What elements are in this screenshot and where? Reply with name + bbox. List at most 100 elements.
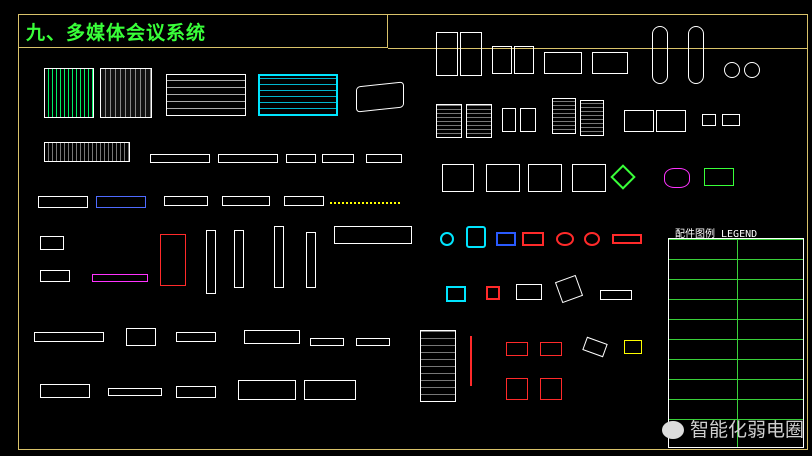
rack-unit-icon [322, 154, 354, 163]
legend-row [669, 339, 803, 340]
power-amp-cyan-icon [258, 74, 338, 116]
rack-panel-icon [166, 74, 246, 116]
rack-unit-icon [150, 154, 210, 163]
speaker-box-icon [514, 46, 534, 74]
speaker-column-icon [688, 26, 704, 84]
rack-unit-icon [92, 274, 148, 282]
equalizer-icon [664, 168, 690, 188]
speaker-column-icon [460, 32, 482, 76]
dvd-player-icon [40, 384, 90, 398]
matrix-switcher-icon [456, 336, 472, 386]
speaker-box-icon [528, 164, 562, 192]
amplifier-icon [356, 338, 390, 346]
camera-icon [556, 232, 574, 246]
touch-panel-icon [486, 286, 500, 300]
speaker-box-icon [572, 164, 606, 192]
speaker-box-icon [722, 114, 740, 126]
speaker-box-icon [552, 98, 576, 134]
ceiling-speaker-icon [724, 62, 740, 78]
rack-unit-icon [40, 270, 70, 282]
projector-icon [356, 81, 404, 113]
ir-emitter-icon [612, 234, 642, 244]
rack-unit-icon [274, 226, 284, 288]
speaker-box-icon [442, 164, 474, 192]
speaker-box-icon [592, 52, 628, 74]
title-rule [388, 48, 808, 49]
network-switch-icon [600, 290, 632, 300]
rack-unit-icon [206, 230, 216, 294]
matrix-switcher-icon [420, 330, 456, 402]
legend-row [669, 319, 803, 320]
rack-unit-icon [38, 196, 88, 208]
amplifier-icon [244, 330, 300, 344]
equalizer-icon [704, 168, 734, 186]
touch-panel-icon [516, 284, 542, 300]
rack-unit-icon [306, 232, 316, 288]
speaker-column-icon [436, 32, 458, 76]
amplifier-icon [238, 380, 296, 400]
mixer-large-icon [100, 68, 152, 118]
speaker-box-icon [624, 110, 654, 132]
dvd-player-icon [34, 332, 104, 342]
camera-icon [496, 232, 516, 246]
touch-panel-icon [446, 286, 466, 302]
microphone-icon [164, 196, 208, 206]
legend-row [669, 379, 803, 380]
speaker-box-icon [492, 46, 512, 74]
dvd-player-icon [126, 328, 156, 346]
rack-unit-icon [540, 342, 562, 356]
camera-icon [440, 232, 454, 246]
legend-row [669, 359, 803, 360]
page-title: 九、多媒体会议系统 [26, 22, 207, 44]
rack-unit-icon [234, 230, 244, 288]
legend-row [669, 419, 803, 420]
legend-row [669, 279, 803, 280]
camera-icon [466, 226, 486, 248]
rack-unit-icon [96, 196, 146, 208]
amplifier-icon [310, 338, 344, 346]
legend-table: 配件图例 LEGEND [668, 229, 804, 448]
legend-row [669, 299, 803, 300]
rack-unit-icon [506, 342, 528, 356]
rack-unit-icon [44, 142, 130, 162]
speaker-box-icon [520, 108, 536, 132]
speaker-box-icon [486, 164, 520, 192]
legend-row [669, 399, 803, 400]
microphone-icon [222, 196, 270, 206]
matrix-switcher-icon [160, 234, 186, 286]
watermark: 智能化弱电圈 [661, 415, 804, 442]
amplifier-icon [304, 380, 356, 400]
rack-unit-icon [218, 154, 278, 163]
speaker-box-icon [702, 114, 716, 126]
speaker-box-icon [544, 52, 582, 74]
speaker-column-icon [652, 26, 668, 84]
legend-row [669, 259, 803, 260]
speaker-box-icon [580, 100, 604, 136]
microphone-icon [330, 192, 400, 204]
legend-title: 配件图例 LEGEND [675, 229, 758, 240]
speaker-box-icon [436, 104, 462, 138]
rack-unit-icon [540, 378, 562, 400]
rack-unit-icon [40, 236, 64, 250]
rack-unit-icon [286, 154, 316, 163]
ceiling-speaker-icon [744, 62, 760, 78]
camera-icon [584, 232, 600, 246]
mixer-icon [44, 68, 94, 118]
title-block: 九、多媒体会议系统 [18, 14, 388, 48]
wireless-receiver-icon [334, 226, 412, 244]
speaker-box-icon [466, 104, 492, 138]
legend-row [669, 239, 803, 240]
dvd-player-icon [176, 332, 216, 342]
rack-unit-icon [506, 378, 528, 400]
dvd-player-icon [108, 388, 162, 396]
rack-unit-icon [624, 340, 642, 354]
microphone-icon [284, 196, 324, 206]
dvd-player-icon [176, 386, 216, 398]
speaker-box-icon [502, 108, 516, 132]
drawing-frame [18, 14, 808, 450]
speaker-box-icon [656, 110, 686, 132]
camera-icon [522, 232, 544, 246]
rack-unit-icon [366, 154, 402, 163]
legend-divider [737, 239, 738, 447]
chat-icon [661, 421, 684, 439]
